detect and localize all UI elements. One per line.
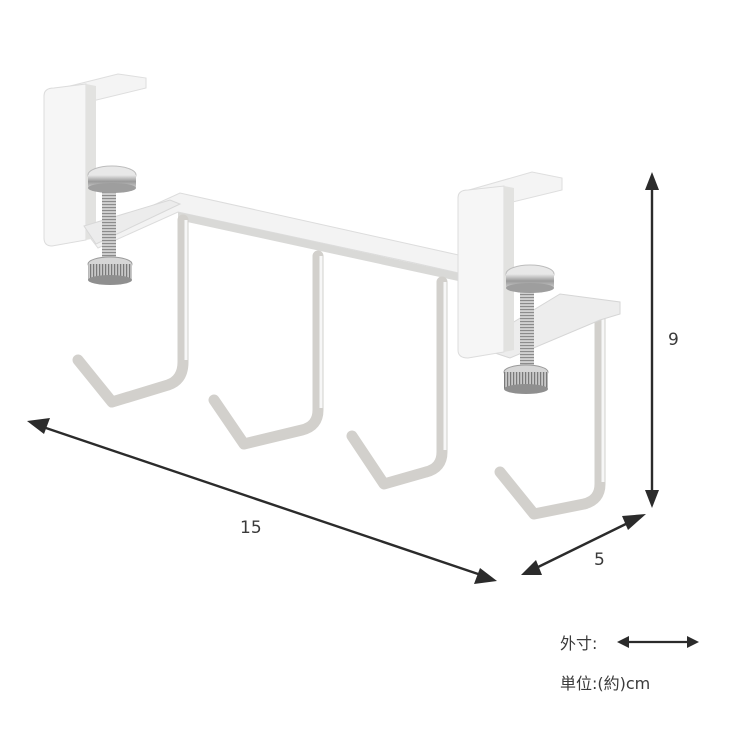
height-dimension-arrow (645, 172, 659, 508)
depth-label: 5 (594, 550, 605, 570)
legend-unit: 単位:(約)cm (560, 670, 650, 694)
legend-outer-dimension: 外寸: (560, 630, 700, 654)
legend-outer-dimension-label: 外寸: (560, 634, 598, 653)
left-clamp (43, 73, 182, 285)
width-dimension-arrow (27, 418, 497, 584)
right-clamp (457, 171, 621, 394)
legend-unit-label: 単位:(約)cm (560, 674, 651, 693)
hook-3 (346, 276, 448, 490)
top-rail (87, 192, 473, 284)
hook-2 (208, 250, 324, 450)
height-label: 9 (668, 330, 679, 350)
hook-4 (494, 312, 606, 520)
clamp-screw-thread (520, 290, 534, 376)
depth-dimension-arrow (521, 514, 646, 575)
hook-1 (72, 214, 189, 408)
clamp-screw-thread (102, 190, 116, 270)
width-label: 15 (240, 518, 262, 538)
double-arrow-icon (617, 636, 700, 648)
